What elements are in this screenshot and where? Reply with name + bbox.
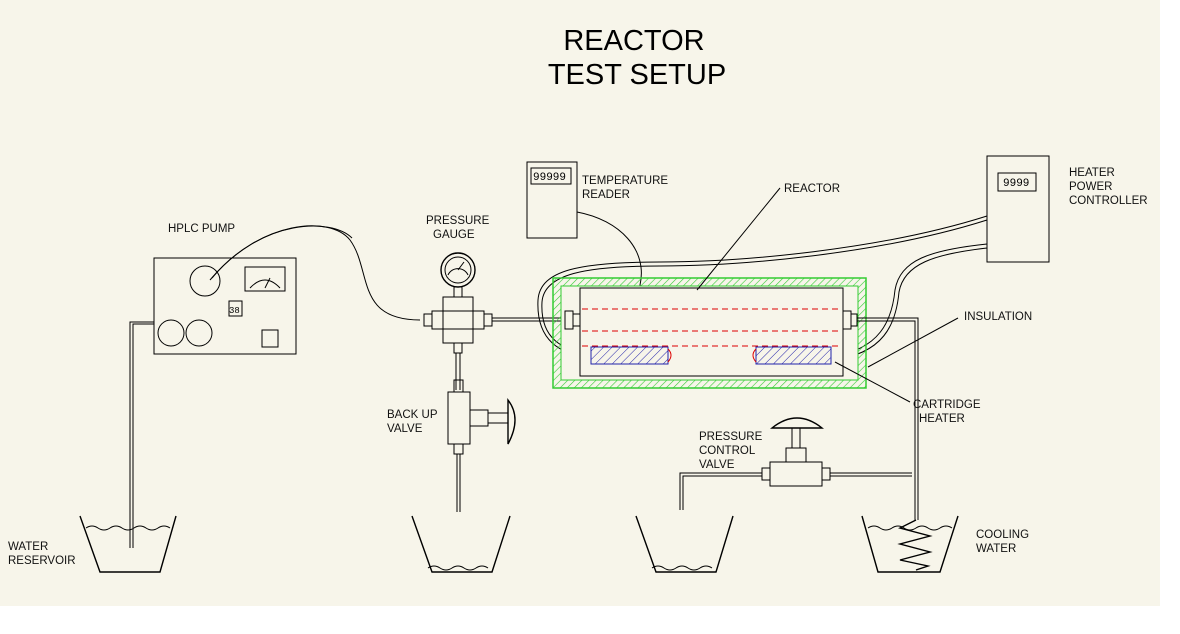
pressure-control-valve [761,417,831,487]
pressure-control-valve-label-1: PRESSURE [699,431,763,443]
pressure-gauge-label-1: PRESSURE [426,215,490,227]
cross-fitting [423,296,493,354]
cooling-water-label-1: COOLING [976,529,1029,541]
hplc-pump-display: 38 [229,306,240,316]
water-reservoir-beaker [79,515,177,573]
temperature-reader-label-1: TEMPERATURE [582,175,668,187]
cartridge-heater-right [752,346,832,365]
title-line-2: TEST SETUP [548,59,726,91]
heater-power-cable-1 [537,215,988,357]
heater-power-controller: 9999 [986,155,1050,263]
reactor-tube [579,287,844,377]
pressure-gauge-label-2: GAUGE [433,229,475,241]
heater-controller-display: 9999 [1003,178,1029,190]
insulation-jacket [552,277,867,389]
cooling-water-label-2: WATER [976,543,1016,555]
back-up-valve-label-2: VALVE [387,423,423,435]
cartridge-heater-label-1: CARTRIDGE [913,399,981,411]
cooling-coil [897,519,933,571]
water-reservoir-label-2: RESERVOIR [8,555,76,567]
pressure-gauge [440,252,476,298]
heater-controller-label-2: POWER [1069,181,1112,193]
pressure-control-valve-label-2: CONTROL [699,445,756,457]
hplc-pump-label: HPLC PUMP [168,223,235,235]
back-up-valve-label-1: BACK UP [387,409,438,421]
cartridge-heater-left [590,346,672,365]
reactor-outlet-line [857,317,919,520]
temperature-reader-label-2: READER [582,189,630,201]
back-up-valve-beaker [411,515,511,573]
reactor-label: REACTOR [784,183,840,195]
pressure-control-beaker [635,515,734,573]
temperature-reader: 99999 [526,161,578,239]
back-up-valve [447,379,516,455]
title-line-1: REACTOR [563,25,704,57]
heater-controller-label-1: HEATER [1069,167,1115,179]
heater-controller-label-3: CONTROLLER [1069,195,1148,207]
temperature-reader-display: 99999 [533,172,566,184]
water-reservoir-label-1: WATER [8,541,48,553]
reservoir-suction-tube [129,321,154,548]
cartridge-heater-label-2: HEATER [919,413,965,425]
insulation-label: INSULATION [964,311,1032,323]
hplc-pump: 38 [153,257,297,355]
pressure-control-valve-label-3: VALVE [699,459,735,471]
